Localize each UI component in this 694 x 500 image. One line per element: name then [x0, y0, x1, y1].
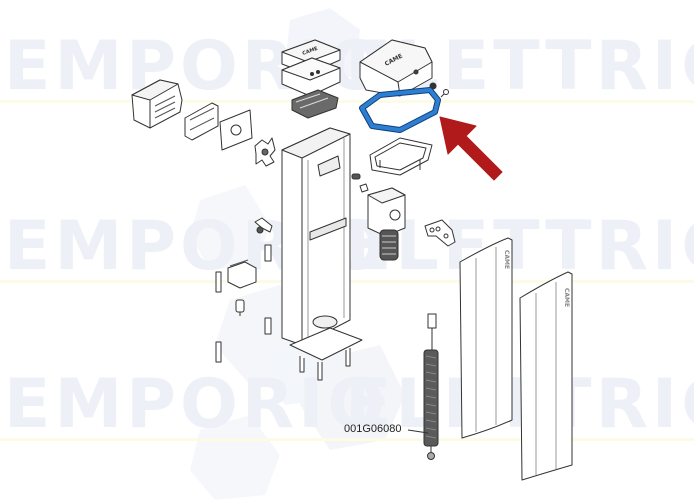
small-bracket: [254, 217, 273, 234]
fitting: [351, 173, 369, 193]
mounting-plate: [219, 109, 253, 151]
watermark-underline: [0, 100, 694, 103]
barrier-cabinet: [281, 127, 351, 346]
limit-plate: [264, 244, 272, 262]
transformer: [227, 259, 257, 289]
callout-leader-line: [407, 429, 429, 434]
side-panel: CAME: [459, 237, 513, 439]
gearmotor: [367, 187, 406, 261]
end-cap-cover: [131, 79, 183, 129]
terminal-strip: [215, 271, 222, 293]
balancing-spring: [423, 313, 439, 460]
terminal-strip: [215, 341, 222, 363]
key: [440, 89, 449, 98]
highlighted-gasket: [359, 87, 441, 133]
watermark-left: EMPORIO: [4, 365, 390, 444]
cross-plate: [254, 137, 276, 167]
svg-text:CAME: CAME: [302, 46, 320, 57]
cam-plate: [424, 219, 456, 247]
limit-plate: [264, 317, 272, 335]
foundation-plate: [289, 315, 363, 381]
watermark-row-3: EMPORIO ELETTRICO: [0, 365, 694, 444]
watermark-underline: [0, 438, 694, 441]
part-number-label: 001G06080: [344, 423, 402, 435]
side-panel: CAME: [519, 271, 573, 481]
watermark-right: ELETTRICO: [345, 365, 694, 444]
circuit-board: [291, 89, 339, 119]
frame-support: [369, 137, 433, 176]
svg-text:CAME: CAME: [563, 288, 570, 307]
red-pointer-arrow: [439, 116, 503, 181]
mounting-bracket: [184, 102, 219, 141]
svg-text:CAME: CAME: [503, 250, 510, 269]
top-cover: CAME: [359, 39, 433, 97]
control-box-base: [281, 57, 341, 97]
capacitor: [235, 299, 245, 316]
